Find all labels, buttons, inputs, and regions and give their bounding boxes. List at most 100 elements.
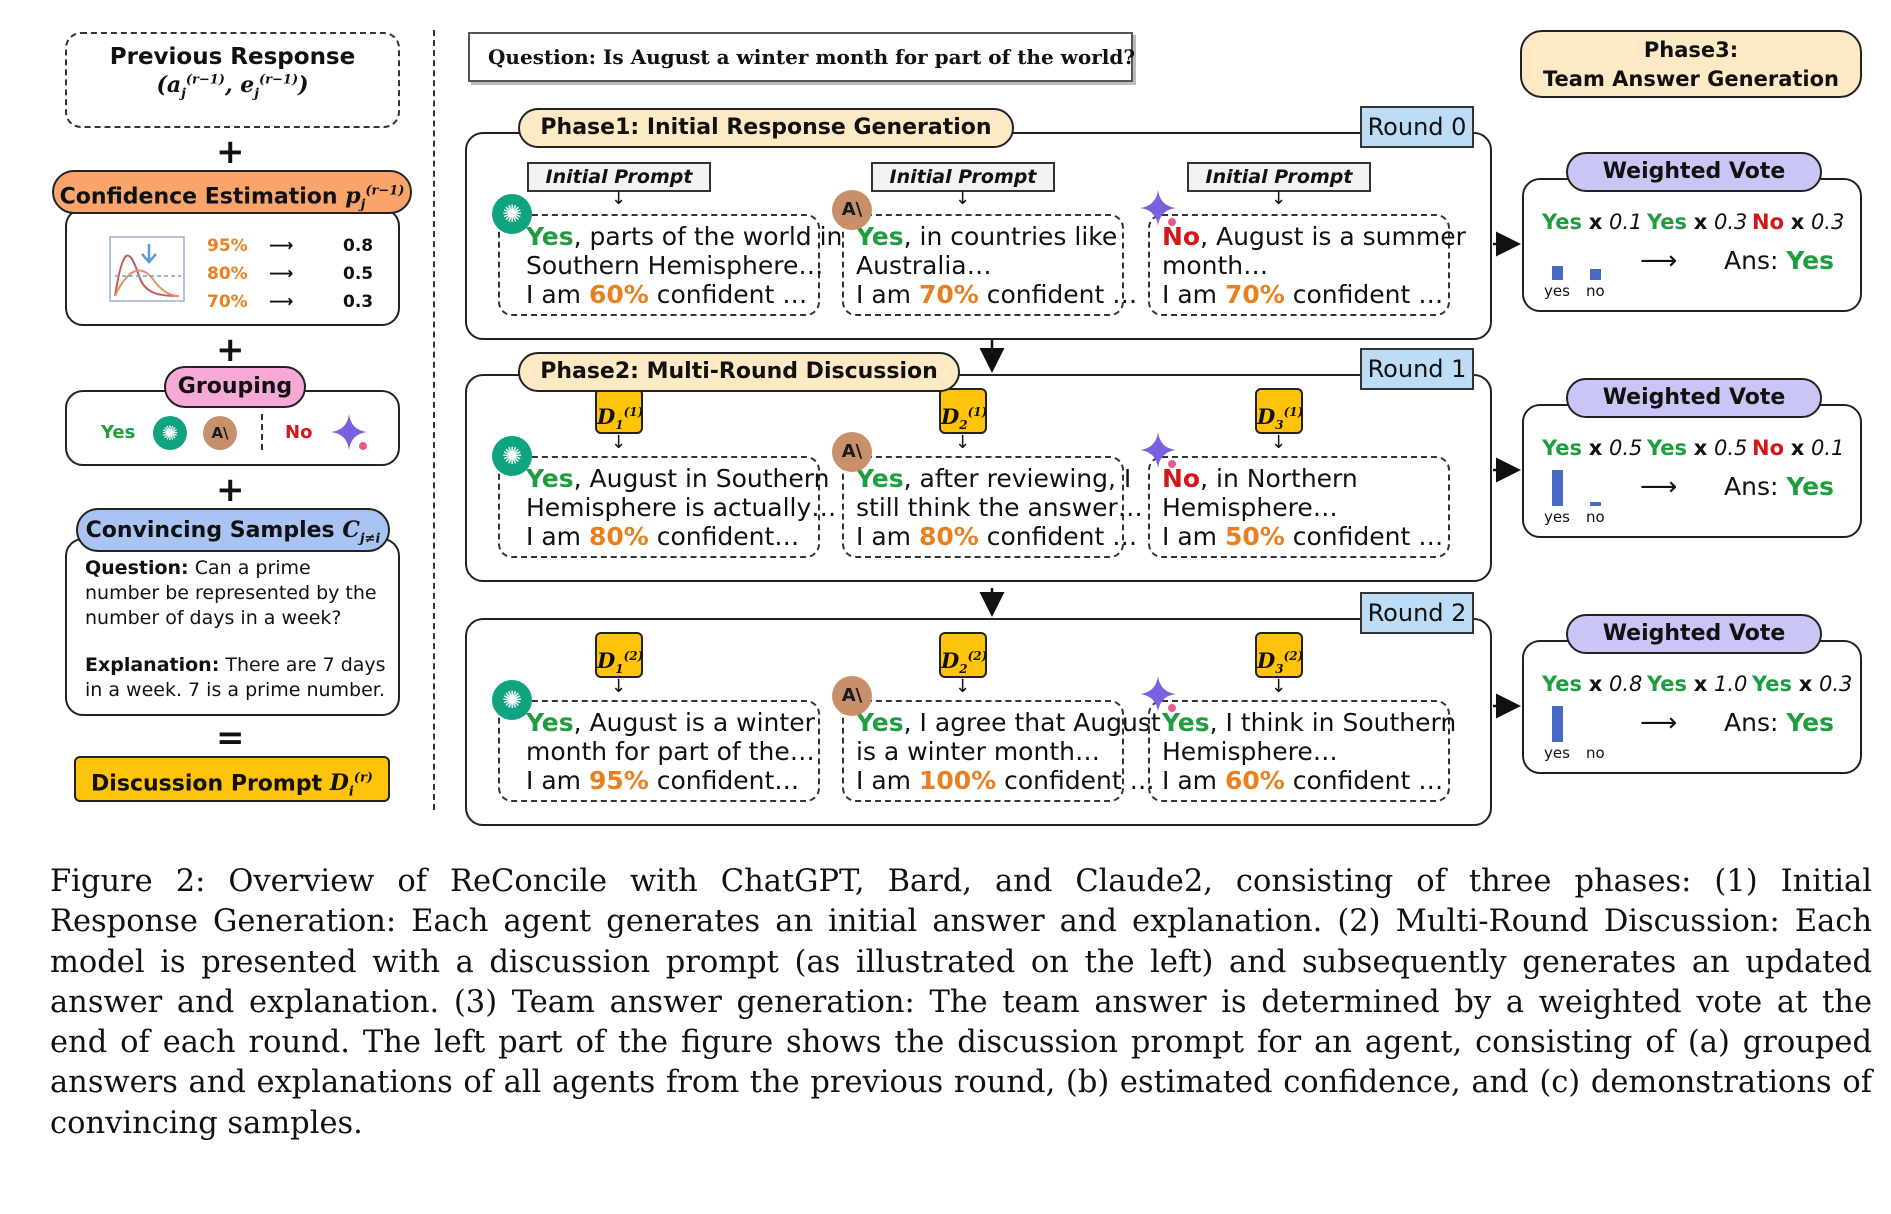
agent-confidence-line: I am 70% confident …: [856, 280, 1137, 309]
agent-confidence-line: I am 50% confident …: [1162, 522, 1448, 551]
vote-bar-yes: [1552, 265, 1563, 280]
phase3-header: Phase3: Team Answer Generation: [1520, 30, 1862, 98]
vote-bar-label: no: [1586, 508, 1605, 526]
agent-confidence-line: I am 100% confident …: [856, 766, 1155, 795]
vote-answer: Yes: [1647, 436, 1688, 460]
caption-line: answers and explanations of all agents f…: [50, 1065, 1872, 1101]
round-label: Round 0: [1360, 106, 1474, 148]
vote-item: Yes x 0.3: [1647, 210, 1747, 234]
bard-icon: [1138, 188, 1178, 228]
arrow-down-icon: ↓: [955, 432, 971, 453]
agent-confidence-line: I am 80% confident…: [526, 522, 818, 551]
agent-answer-rest: , parts of the world in: [573, 222, 843, 251]
team-answer-label: Ans:: [1724, 472, 1779, 501]
agent-confidence-line: I am 80% confident …: [856, 522, 1137, 551]
grouping-header: Grouping: [164, 366, 306, 408]
agent-response: Yes, I agree that August is a winter mon…: [842, 700, 1161, 802]
agent-answer-rest: , in countries like: [903, 222, 1118, 251]
team-answer-label: Ans:: [1724, 708, 1779, 737]
arrow-down-icon: ↓: [611, 432, 627, 453]
discussion-prompt-tag: D2(1): [939, 388, 987, 434]
agent-confidence: 80%: [918, 522, 979, 551]
phase1-header: Phase1: Initial Response Generation: [518, 108, 1014, 148]
agent-answer: Yes: [1162, 708, 1210, 737]
agent-confidence: 95%: [588, 766, 649, 795]
vote-bar-no: [1590, 269, 1601, 280]
phase2-label: Phase2: Multi-Round Discussion: [540, 359, 938, 384]
vote-times: x: [1588, 672, 1603, 696]
vote-weight: 0.8: [1608, 672, 1643, 696]
discussion-prompt-tag: D3(1): [1255, 388, 1303, 434]
agent-explanation: month…: [1162, 251, 1269, 280]
caption-line: answer and explanation. (3) Team answer …: [50, 984, 1872, 1020]
vote-bar-label: no: [1586, 744, 1605, 762]
question-text: Question: Is August a winter month for p…: [488, 45, 1136, 69]
team-answer-label: Ans:: [1724, 246, 1779, 275]
agent-confidence: 80%: [588, 522, 649, 551]
arrow-right-icon: ⟶: [269, 236, 294, 256]
arrow-down-icon: ↓: [1271, 676, 1287, 697]
plus-sign-2: +: [216, 330, 245, 370]
sample-question-text: Can a prime number be represented by the…: [85, 557, 377, 629]
vote-answer: No: [1752, 436, 1785, 460]
vote-bar-label: yes: [1544, 744, 1570, 762]
claude-icon: A\: [832, 676, 872, 716]
weighted-vote-header: Weighted Vote: [1566, 614, 1822, 654]
vote-answer: Yes: [1647, 672, 1688, 696]
agent-confidence-line: I am 95% confident…: [526, 766, 818, 795]
weighted-vote-header: Weighted Vote: [1566, 152, 1822, 192]
vote-item: Yes x 0.5: [1542, 436, 1642, 460]
confidence-suffix: confident …: [996, 766, 1155, 795]
discussion-prompt-tag: D3(2): [1255, 632, 1303, 678]
vote-weight: 0.3: [1713, 210, 1748, 234]
round-box: [465, 374, 1492, 582]
agent-answer-line: Yes, after reviewing, I: [856, 464, 1131, 493]
arrow-down-icon: ↓: [955, 188, 971, 209]
agent-answer-line: Yes, parts of the world in: [526, 222, 842, 251]
arrow-right-icon: ⟶: [269, 264, 294, 284]
initial-prompt-tag: Initial Prompt: [1187, 162, 1371, 192]
discussion-prompt-tag: D1(2): [595, 632, 643, 678]
round-box: [465, 618, 1492, 826]
bard-icon: [1138, 430, 1178, 470]
initial-prompt-tag: Initial Prompt: [527, 162, 711, 192]
discussion-prompt-label: Discussion Prompt: [91, 771, 323, 797]
agent-explanation: Hemisphere…: [1162, 737, 1338, 766]
agent-answer-line: Yes, August in Southern: [526, 464, 829, 493]
vote-item: Yes x 0.8: [1542, 672, 1642, 696]
vote-weight: 0.1: [1608, 210, 1643, 234]
vote-bar-label: yes: [1544, 508, 1570, 526]
caption-line: convincing samples.: [50, 1105, 363, 1141]
bard-icon: [331, 414, 367, 450]
confidence-prefix: I am: [856, 280, 919, 309]
phase2-header: Phase2: Multi-Round Discussion: [518, 352, 960, 392]
agent-answer-line: Yes, August is a winter: [526, 708, 818, 737]
vote-weight: 0.5: [1608, 436, 1643, 460]
agent-confidence-line: I am 60% confident …: [1162, 766, 1448, 795]
agent-explanation: Hemisphere is actually…: [526, 493, 837, 522]
claude-icon: A\: [832, 432, 872, 472]
agent-answer-line: No, August is a summer: [1162, 222, 1466, 251]
chatgpt-icon: ✺: [492, 680, 532, 720]
vote-weight: 0.1: [1810, 436, 1845, 460]
agent-answer-line: Yes, I agree that August: [856, 708, 1161, 737]
confidence-suffix: confident …: [1284, 280, 1444, 309]
agent-answer-rest: , in Northern: [1200, 464, 1358, 493]
agent-response: Yes, parts of the world in Southern Hemi…: [498, 214, 842, 316]
previous-response-box: Previous Response (aj(r−1), ej(r−1)): [65, 32, 400, 128]
convincing-samples-symbol: Cj≠i: [342, 517, 381, 547]
plus-sign-1: +: [216, 132, 245, 172]
agent-response: Yes, August is a winter month for part o…: [498, 700, 820, 802]
vote-bar-no: [1590, 502, 1601, 506]
grouping-label: Grouping: [177, 374, 293, 399]
vote-weight: 0.3: [1818, 672, 1853, 696]
confidence-prefix: I am: [1162, 280, 1225, 309]
vote-times: x: [1693, 210, 1708, 234]
vote-times: x: [1588, 210, 1603, 234]
agent-answer-rest: , August is a summer: [1200, 222, 1466, 251]
discussion-prompt-symbol: Di(r): [329, 770, 373, 800]
